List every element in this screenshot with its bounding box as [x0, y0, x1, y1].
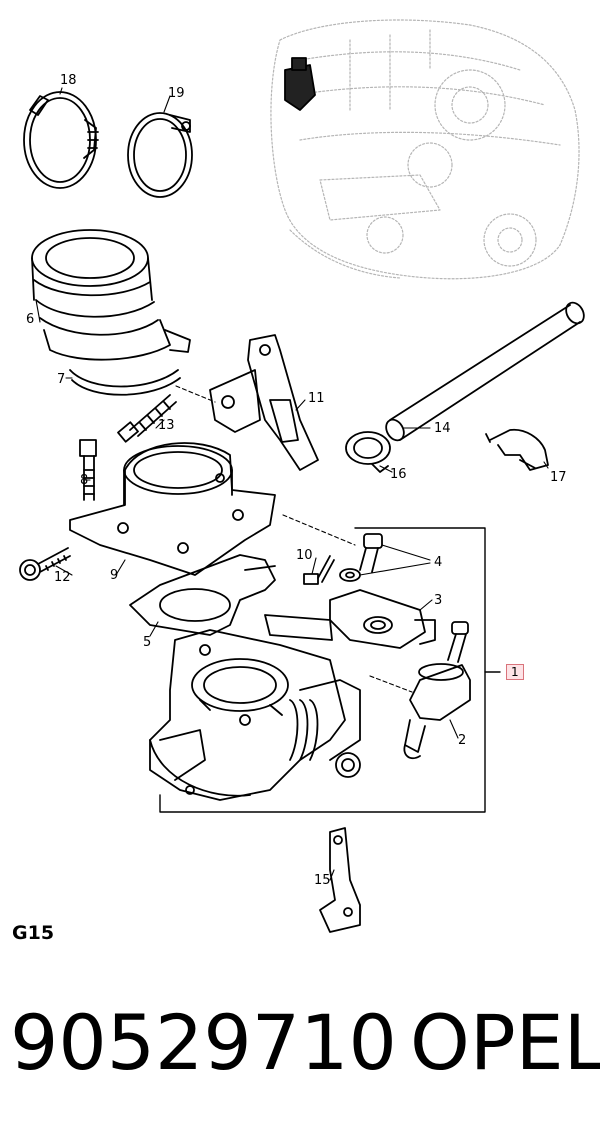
callout-15: 15	[314, 873, 331, 888]
intake-bellows-6	[31, 229, 171, 361]
idle-valve-2	[403, 663, 471, 760]
section-code: G15	[12, 922, 55, 944]
pipe-14	[385, 301, 585, 442]
callout-13: 13	[158, 418, 175, 433]
brand-name: OPEL	[410, 998, 600, 1087]
assembly-bracket	[159, 527, 501, 813]
footer: 90529710 OPEL	[0, 1005, 600, 1105]
callout-9: 9	[110, 568, 119, 583]
leader-lines	[35, 87, 549, 881]
clip-17	[485, 428, 549, 471]
bracket-11	[209, 334, 319, 471]
callout-11: 11	[308, 391, 325, 406]
callout-5: 5	[143, 635, 152, 650]
bracket-15	[319, 827, 361, 933]
stud-bolt-8	[79, 439, 97, 501]
callout-8: 8	[80, 473, 89, 488]
pipe-clamp-16	[345, 431, 391, 473]
screw-13	[117, 394, 177, 443]
exploded-parts-diagram	[19, 19, 585, 933]
callout-19: 19	[168, 86, 185, 101]
throttle-sensor-3	[329, 589, 436, 649]
callout-16: 16	[390, 467, 407, 482]
throttle-marker-highlight	[284, 57, 316, 111]
hose-clamp-19	[127, 112, 193, 198]
screw-washer-4	[339, 533, 383, 582]
callout-6: 6	[26, 312, 35, 327]
part-number: 90529710	[10, 998, 397, 1087]
callout-1[interactable]: 1	[506, 664, 524, 680]
callout-18: 18	[60, 73, 77, 88]
callout-7: 7	[57, 372, 66, 387]
callout-10: 10	[296, 548, 313, 563]
hex-bolt-12	[19, 547, 71, 581]
callout-17: 17	[550, 470, 567, 485]
gasket-5	[129, 554, 276, 636]
callout-12: 12	[54, 570, 71, 585]
throttle-body	[149, 614, 361, 801]
callout-3: 3	[434, 593, 443, 608]
hose-clamp-18	[23, 91, 99, 189]
callout-4: 4	[434, 555, 443, 570]
screw-sensor	[447, 621, 469, 663]
engine-thumbnail	[270, 19, 580, 280]
screw-10	[303, 555, 335, 585]
callout-2: 2	[458, 733, 467, 748]
callout-14: 14	[434, 421, 451, 436]
seal-ring-7	[69, 329, 191, 396]
